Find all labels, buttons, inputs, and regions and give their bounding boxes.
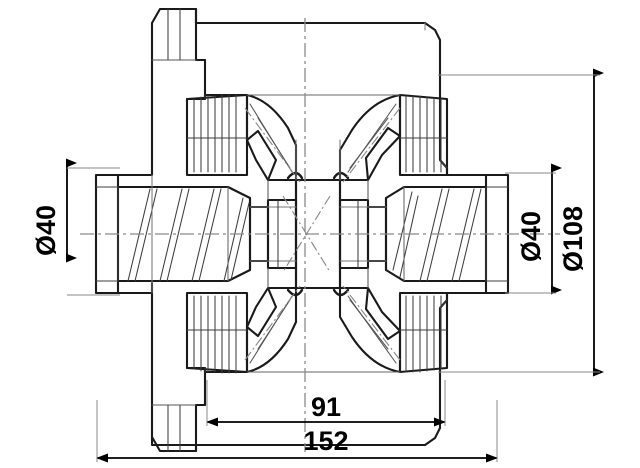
pinion-gear-bottom-right xyxy=(338,286,402,374)
pinion-axis-top-right xyxy=(342,107,401,183)
bearing-roller-lines-bottom-right xyxy=(399,295,448,373)
bearing-roller-lines-top-right xyxy=(399,95,448,173)
bearing-roller-lines-top-left xyxy=(186,94,248,173)
dimension-label-right-bore: Ø40 xyxy=(516,211,546,262)
housing-outline xyxy=(116,7,488,453)
bearing-bottom-right xyxy=(398,291,449,374)
right-spline-hatching xyxy=(392,188,482,282)
bearing-roller-lines-bottom-left xyxy=(186,295,248,374)
dimension-outer-diameter: Ø108 xyxy=(438,68,604,377)
pinion-gear-top-left xyxy=(245,93,298,182)
dimension-label-inner-width: 91 xyxy=(311,392,341,422)
bearing-top-right xyxy=(398,93,449,177)
pinion-axis-centerlines xyxy=(244,107,401,361)
cross-construction-b xyxy=(282,195,331,273)
dimension-label-left-bore: Ø40 xyxy=(31,205,61,256)
pinion-axis-bottom-right xyxy=(342,285,401,361)
pinion-gear-bottom-left xyxy=(245,286,298,374)
bearing-top-left xyxy=(185,93,249,177)
dimension-right-bore: Ø40 xyxy=(505,163,562,295)
dimension-label-overall-width: 152 xyxy=(303,426,348,456)
pinion-gear-top-right xyxy=(338,93,402,182)
pinion-axis-top-left xyxy=(244,107,301,183)
left-spline-hatching xyxy=(127,188,250,282)
pinion-construction-lines xyxy=(249,103,397,364)
dimension-left-bore: Ø40 xyxy=(31,158,120,296)
centerlines xyxy=(80,18,560,452)
dimension-inner-width: 91 xyxy=(206,380,446,427)
bearing-bottom-left xyxy=(185,291,249,374)
dimension-overall-width: 152 xyxy=(96,400,498,463)
dimension-label-outer-diameter: Ø108 xyxy=(558,206,588,272)
shaft-taper-lines xyxy=(227,186,405,282)
pinion-axis-bottom-left xyxy=(244,285,301,361)
